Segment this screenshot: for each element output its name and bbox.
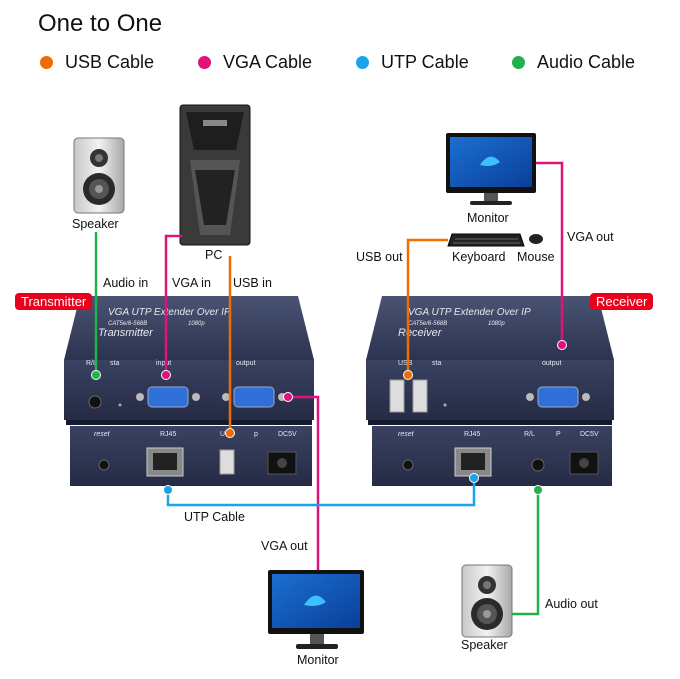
- tx-reset-label: reset: [94, 431, 111, 438]
- usb-out-cable: [406, 238, 448, 375]
- label-usb-in: USB in: [233, 276, 272, 290]
- tx-u-label: U: [220, 431, 225, 438]
- label-keyboard: Keyboard: [452, 250, 506, 264]
- transmitter-unit: [64, 296, 314, 486]
- legend-item-vga: VGA Cable: [198, 52, 312, 73]
- rx-usb-label: USB: [398, 360, 413, 367]
- tx-top-text: VGA UTP Extender Over IP: [108, 307, 231, 318]
- monitor-right-icon: [446, 133, 536, 205]
- tx-rj45-label: RJ45: [160, 431, 176, 438]
- tx-p-label: p: [254, 431, 258, 438]
- monitor-bottom-icon: [268, 570, 364, 649]
- utp-cable: [166, 478, 476, 507]
- tx-sta-label: sta: [110, 360, 119, 367]
- tx-res-text: 1080p: [188, 321, 205, 327]
- diagram-title: One to One: [38, 10, 163, 37]
- tx-name-text: Transmitter: [98, 327, 154, 339]
- speaker-right-icon: [461, 564, 513, 638]
- rx-rj45-label: RJ45: [464, 431, 480, 438]
- label-audio-out: Audio out: [545, 597, 598, 611]
- legend-label-audio: Audio Cable: [537, 52, 636, 72]
- tx-dc-label: DC5V: [278, 431, 297, 438]
- tx-input-label: input: [156, 360, 171, 367]
- tx-rl-label: R/L: [86, 360, 97, 367]
- mouse-icon: [529, 234, 543, 244]
- legend-label-usb: USB Cable: [65, 52, 155, 72]
- audio-out-cable: [512, 490, 540, 616]
- legend-item-utp: UTP Cable: [356, 52, 469, 73]
- legend-item-usb: USB Cable: [40, 52, 154, 73]
- label-utp-cable: UTP Cable: [184, 510, 245, 524]
- legend-swatch-usb: [40, 56, 53, 69]
- legend-label-vga: VGA Cable: [223, 52, 313, 72]
- rx-sta-label: sta: [432, 360, 441, 367]
- rx-top-text: VGA UTP Extender Over IP: [408, 307, 531, 318]
- rx-rl-label: R/L: [524, 431, 535, 438]
- tx-output-label: output: [236, 360, 256, 367]
- legend-swatch-vga: [198, 56, 211, 69]
- label-speaker-left: Speaker: [72, 217, 119, 231]
- vga-out-right-cable: [536, 161, 564, 345]
- rx-p-label: P: [556, 431, 561, 438]
- label-monitor-right: Monitor: [467, 211, 509, 225]
- rx-sub-text: CAT5e/6-568B: [408, 321, 447, 327]
- label-usb-out: USB out: [356, 250, 403, 264]
- label-speaker-right: Speaker: [461, 638, 508, 652]
- speaker-left-icon: [73, 137, 125, 214]
- tx-sub-text: CAT5e/6-568B: [108, 321, 147, 327]
- label-vga-in: VGA in: [172, 276, 211, 290]
- label-pc: PC: [205, 248, 223, 262]
- legend-swatch-utp: [356, 56, 369, 69]
- rx-output-label: output: [542, 360, 562, 367]
- label-vga-out-right: VGA out: [567, 230, 614, 244]
- rx-dc-label: DC5V: [580, 431, 599, 438]
- keyboard-icon: [447, 233, 525, 247]
- vga-out-bottom-cable: [288, 395, 320, 570]
- label-audio-in: Audio in: [103, 276, 149, 290]
- transmitter-badge: Transmitter: [15, 293, 93, 310]
- legend-label-utp: UTP Cable: [381, 52, 469, 72]
- rx-res-text: 1080p: [488, 321, 505, 327]
- legend-item-audio: Audio Cable: [512, 52, 635, 73]
- vga-in-cable: [164, 234, 182, 375]
- legend-swatch-audio: [512, 56, 525, 69]
- label-vga-out-bottom: VGA out: [261, 539, 308, 553]
- label-mouse: Mouse: [517, 250, 555, 264]
- receiver-badge: Receiver: [590, 293, 654, 310]
- rx-reset-label: reset: [398, 431, 415, 438]
- rx-name-text: Receiver: [398, 327, 443, 339]
- label-monitor-bottom: Monitor: [297, 653, 339, 667]
- pc-tower-icon: [179, 104, 251, 246]
